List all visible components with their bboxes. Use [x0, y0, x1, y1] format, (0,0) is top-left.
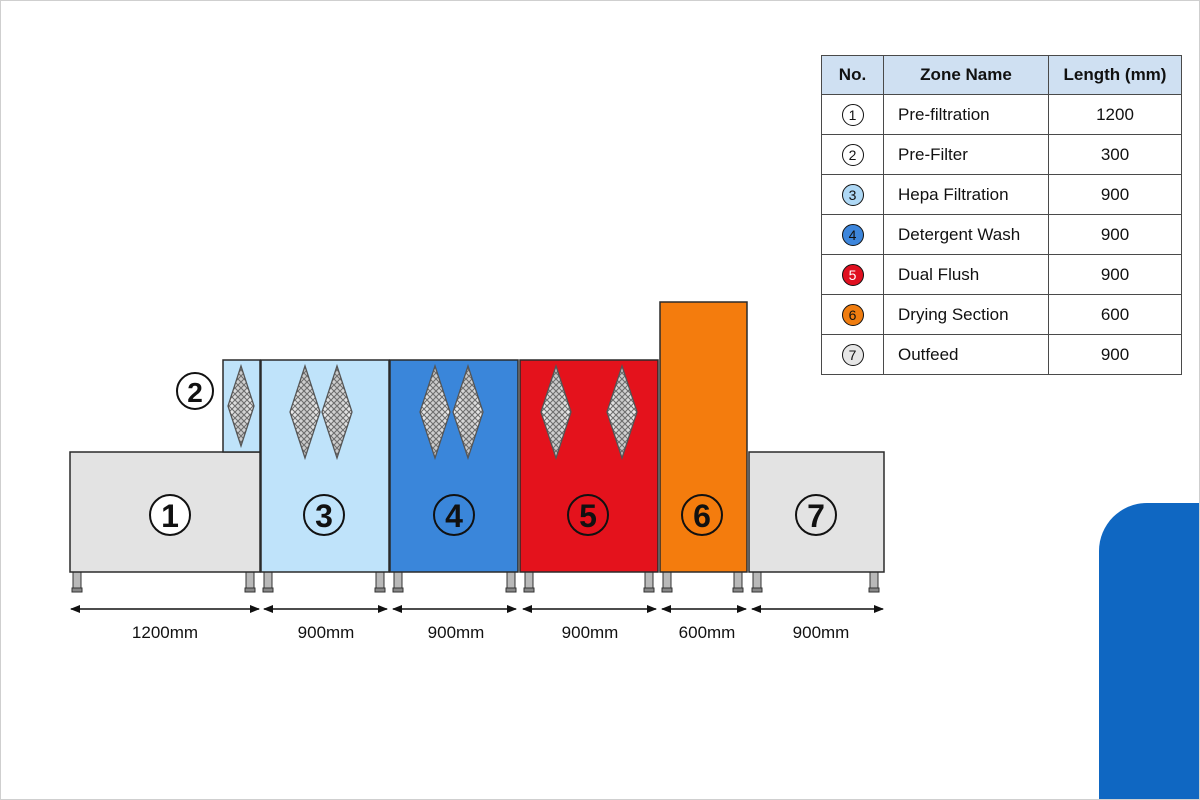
zone-badge-2: 2: [176, 372, 214, 410]
machine-leg: [374, 571, 386, 593]
zone-name-cell: Pre-Filter: [883, 134, 1049, 175]
dimension-arrow-4: 900mm: [522, 605, 657, 642]
table-row: 1 Pre-filtration 1200: [821, 94, 1182, 135]
filter-mesh-icon: [289, 363, 321, 461]
machine-leg: [71, 571, 83, 593]
dimension-label: 1200mm: [132, 623, 198, 642]
zone-length-cell: 900: [1048, 174, 1182, 215]
dimension-label: 600mm: [679, 623, 736, 642]
zone-table: No. Zone Name Length (mm) 1 Pre-filtrati…: [821, 55, 1182, 375]
zone-length-cell: 1200: [1048, 94, 1182, 135]
zone-number: 6: [693, 498, 711, 534]
table-row: 5 Dual Flush 900: [821, 254, 1182, 295]
machine-leg: [732, 571, 744, 593]
zone-badge-7: 7: [795, 494, 837, 536]
zone-number: 5: [579, 498, 597, 534]
zone-length-cell: 900: [1048, 214, 1182, 255]
zone-name-cell: Outfeed: [883, 334, 1049, 375]
column-header-length: Length (mm): [1048, 55, 1182, 95]
filter-mesh-icon: [452, 363, 484, 461]
filter-mesh-icon: [606, 363, 638, 461]
zone-badge-3: 3: [303, 494, 345, 536]
filter-mesh-icon: [419, 363, 451, 461]
dimension-arrow-3: 900mm: [392, 605, 517, 642]
machine-leg: [643, 571, 655, 593]
dimension-arrow-2: 900mm: [263, 605, 388, 642]
dimension-label: 900mm: [793, 623, 850, 642]
zone-name-cell: Pre-filtration: [883, 94, 1049, 135]
zone-box-6: [659, 301, 748, 573]
zone-length-cell: 300: [1048, 134, 1182, 175]
zone-box-3: [260, 359, 390, 573]
filter-mesh-icon: [321, 363, 353, 461]
dimension-arrow-5: 600mm: [661, 605, 747, 642]
machine-leg: [244, 571, 256, 593]
zone-number: 1: [161, 498, 179, 534]
table-row: 2 Pre-Filter 300: [821, 134, 1182, 175]
zone-chip: 5: [841, 263, 864, 286]
dimension-arrow-1: 1200mm: [70, 605, 260, 642]
table-row: 6 Drying Section 600: [821, 294, 1182, 335]
dimension-arrow-6: 900mm: [751, 605, 884, 642]
filter-mesh-icon: [540, 363, 572, 461]
zone-number: 2: [187, 377, 203, 408]
zone-name-cell: Dual Flush: [883, 254, 1049, 295]
zone-chip: 3: [841, 183, 864, 206]
machine-leg: [751, 571, 763, 593]
zone-name-cell: Hepa Filtration: [883, 174, 1049, 215]
table-header-row: No. Zone Name Length (mm): [821, 55, 1182, 95]
machine-leg: [523, 571, 535, 593]
zone-badge-5: 5: [567, 494, 609, 536]
zone-box-7: [748, 451, 885, 573]
zone-box-5: [519, 359, 659, 573]
zone-badge-6: 6: [681, 494, 723, 536]
machine-legs: [71, 571, 880, 593]
zone-number: 3: [315, 498, 333, 534]
zone-chip: 4: [841, 223, 864, 246]
zone-chip: 2: [841, 143, 864, 166]
dimension-label: 900mm: [428, 623, 485, 642]
machine-leg: [661, 571, 673, 593]
zone-number: 4: [445, 498, 463, 534]
column-header-no: No.: [821, 55, 884, 95]
zone-badge-1: 1: [149, 494, 191, 536]
zone-length-cell: 900: [1048, 254, 1182, 295]
corner-accent-tab: [1099, 503, 1199, 799]
zone-length-cell: 900: [1048, 334, 1182, 375]
zone-chip: 7: [841, 343, 864, 366]
zone-name-cell: Drying Section: [883, 294, 1049, 335]
table-row: 7 Outfeed 900: [821, 334, 1182, 375]
zone-name-cell: Detergent Wash: [883, 214, 1049, 255]
machine-leg: [262, 571, 274, 593]
filter-mesh-icon: [227, 363, 255, 449]
zone-box-4: [389, 359, 519, 573]
filter-panels: [227, 363, 638, 461]
table-row: 3 Hepa Filtration 900: [821, 174, 1182, 215]
table-row: 4 Detergent Wash 900: [821, 214, 1182, 255]
zone-badge-4: 4: [433, 494, 475, 536]
zone-chip: 1: [841, 103, 864, 126]
machine-leg: [868, 571, 880, 593]
dimension-label: 900mm: [298, 623, 355, 642]
machine-leg: [392, 571, 404, 593]
machine-leg: [505, 571, 517, 593]
column-header-zone-name: Zone Name: [883, 55, 1049, 95]
dimension-label: 900mm: [562, 623, 619, 642]
zone-number: 7: [807, 498, 825, 534]
zone-length-cell: 600: [1048, 294, 1182, 335]
zone-chip: 6: [841, 303, 864, 326]
